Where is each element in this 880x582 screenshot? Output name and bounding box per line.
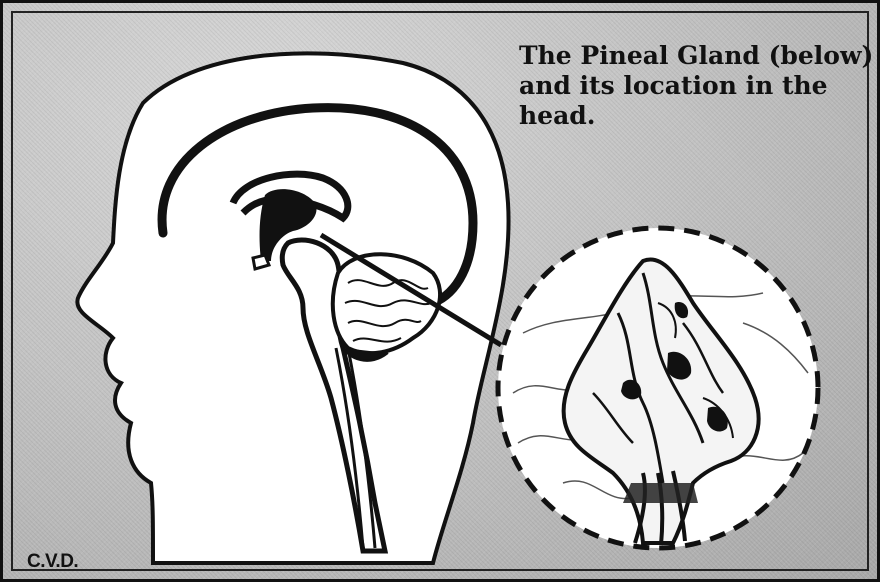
pituitary-stub: [253, 255, 269, 269]
caption-line-2: and its location in the: [519, 71, 875, 101]
magnified-pineal-view: [498, 228, 818, 548]
caption-line-1: The Pineal Gland (below): [519, 41, 875, 71]
artist-credit: C.V.D.: [27, 551, 78, 573]
caption: The Pineal Gland (below) and its locatio…: [519, 41, 875, 131]
caption-line-3: head.: [519, 101, 875, 131]
